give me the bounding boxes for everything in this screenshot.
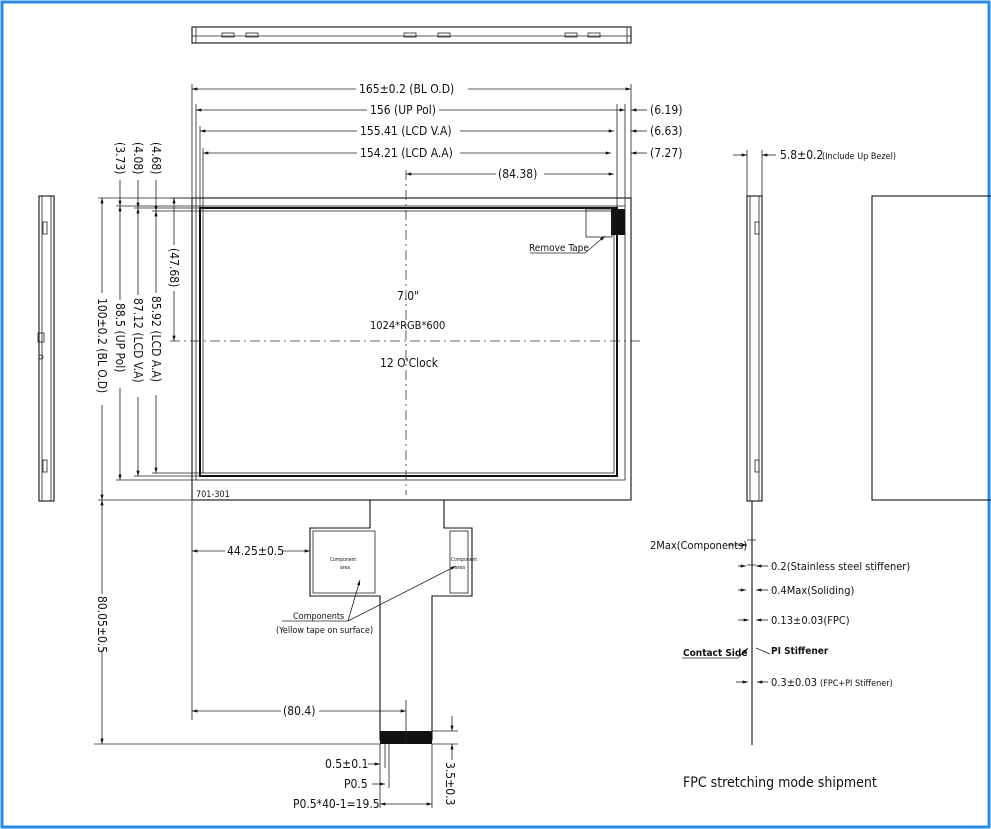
dim-fpc-length: 80.05±0.5 bbox=[95, 596, 109, 653]
dim-4768: (47.68) bbox=[167, 248, 181, 287]
dim-468: (4.68) bbox=[149, 142, 163, 174]
component-area-left-b: area bbox=[340, 565, 350, 571]
panel-resolution: 1024*RGB*600 bbox=[370, 319, 445, 332]
stack-fpc-pi: 0.3±0.03 bbox=[771, 676, 817, 689]
components-note: (Yellow tape on surface) bbox=[276, 626, 373, 636]
stack-ss-stiffener: 0.2(Stainless steel stiffener) bbox=[771, 560, 910, 573]
dim-lcd-aa-height: 85.92 (LCD A.A) bbox=[149, 296, 163, 382]
dim-up-pol-height: 88.5 (UP Pol) bbox=[113, 303, 127, 372]
dim-lcd-aa-width: 154.21 (LCD A.A) bbox=[360, 146, 453, 160]
component-area-right-b: area bbox=[455, 565, 465, 571]
right-side-view bbox=[746, 195, 763, 745]
fpc-shipment-note: FPC stretching mode shipment bbox=[683, 775, 877, 791]
stack-components: 2Max(Components) bbox=[650, 539, 747, 552]
tape-tab bbox=[611, 209, 625, 235]
dim-663: (6.63) bbox=[650, 124, 682, 138]
left-side-view bbox=[37, 195, 55, 502]
dim-thickness-note: (Include Up Bezel) bbox=[822, 152, 896, 162]
dim-pitch: P0.5 bbox=[344, 777, 368, 791]
fpc-outline bbox=[309, 500, 473, 744]
main-panel bbox=[170, 170, 640, 501]
dim-up-pol-width: 156 (UP Pol) bbox=[370, 103, 436, 117]
dim-fpc-x: (80.4) bbox=[283, 704, 315, 718]
stack-pi-stiffener: PI Stiffener bbox=[771, 646, 829, 657]
dim-bl-od-height: 100±0.2 (BL O.D) bbox=[95, 298, 109, 393]
dim-thickness: 5.8±0.2 bbox=[780, 148, 823, 162]
remove-tape-label: Remove Tape bbox=[529, 243, 589, 254]
components-label: Components bbox=[293, 612, 344, 622]
dim-408: (4.08) bbox=[131, 142, 145, 174]
dim-pin-length: 3.5±0.3 bbox=[443, 762, 457, 805]
component-area-left-a: Component bbox=[330, 557, 356, 563]
panel-orientation: 12 O'Clock bbox=[380, 356, 439, 370]
dim-727: (7.27) bbox=[650, 146, 682, 160]
dim-373: (3.73) bbox=[113, 142, 127, 174]
dim-8438: (84.38) bbox=[498, 167, 537, 181]
dim-lcd-va-width: 155.41 (LCD V.A) bbox=[360, 124, 452, 138]
stack-contact-side: Contact Side bbox=[683, 648, 747, 659]
stack-solder: 0.4Max(Soliding) bbox=[771, 584, 854, 597]
dim-pin-width: 0.5±0.1 bbox=[325, 757, 368, 771]
back-view-partial bbox=[871, 195, 991, 501]
stack-fpc: 0.13±0.03(FPC) bbox=[771, 614, 850, 627]
top-side-view bbox=[191, 26, 632, 44]
panel-size: 7.0" bbox=[397, 289, 419, 303]
component-area-right-a: Component bbox=[451, 557, 477, 563]
dim-pitch-total: P0.5*40-1=19.5 bbox=[293, 797, 380, 811]
stack-fpc-pi-note: (FPC+PI Stiffener) bbox=[820, 679, 893, 689]
dim-bl-od-width: 165±0.2 (BL O.D) bbox=[359, 82, 454, 96]
dim-lcd-va-height: 87.12 (LCD V.A) bbox=[131, 298, 145, 383]
dim-619: (6.19) bbox=[650, 103, 682, 117]
dim-fpc-offset: 44.25±0.5 bbox=[227, 544, 284, 558]
part-number: 701-301 bbox=[196, 490, 230, 500]
